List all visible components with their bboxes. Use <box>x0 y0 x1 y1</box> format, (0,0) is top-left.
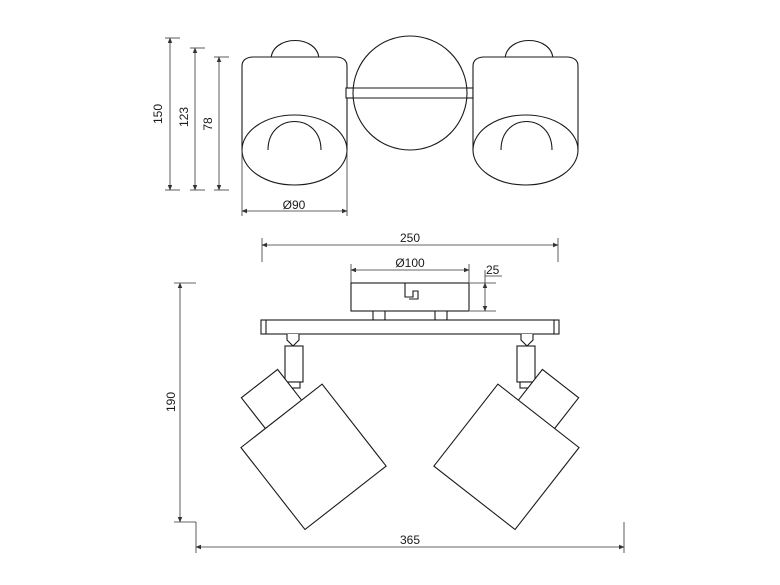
dim-height-78: 78 <box>201 117 215 131</box>
right-shade-cap <box>504 39 554 61</box>
dim-height-190: 190 <box>164 392 178 412</box>
front-view: 250 Ø100 25 <box>164 231 625 553</box>
right-shade <box>433 383 580 531</box>
front-bar <box>260 319 560 335</box>
left-shade <box>240 383 387 531</box>
dim-diameter-100: Ø100 <box>395 256 425 270</box>
dim-diameter-90: Ø90 <box>283 198 306 212</box>
dim-width-250: 250 <box>400 231 420 245</box>
top-view: 150 123 78 Ø90 <box>151 35 579 216</box>
right-bulb <box>500 120 553 151</box>
left-stem <box>284 345 304 383</box>
top-canopy-disc <box>352 35 468 151</box>
right-shade-opening <box>472 114 579 186</box>
right-joint <box>520 334 534 347</box>
left-shade-cap <box>270 39 320 61</box>
dim-height-123: 123 <box>177 107 191 127</box>
left-shade-opening <box>241 114 348 186</box>
dim-height-150: 150 <box>151 104 165 124</box>
dim-width-365: 365 <box>400 533 420 547</box>
right-stem <box>516 345 536 383</box>
left-bulb <box>267 120 322 151</box>
left-joint <box>286 334 300 347</box>
dim-depth-25: 25 <box>486 263 500 277</box>
canopy-slot <box>404 283 419 300</box>
